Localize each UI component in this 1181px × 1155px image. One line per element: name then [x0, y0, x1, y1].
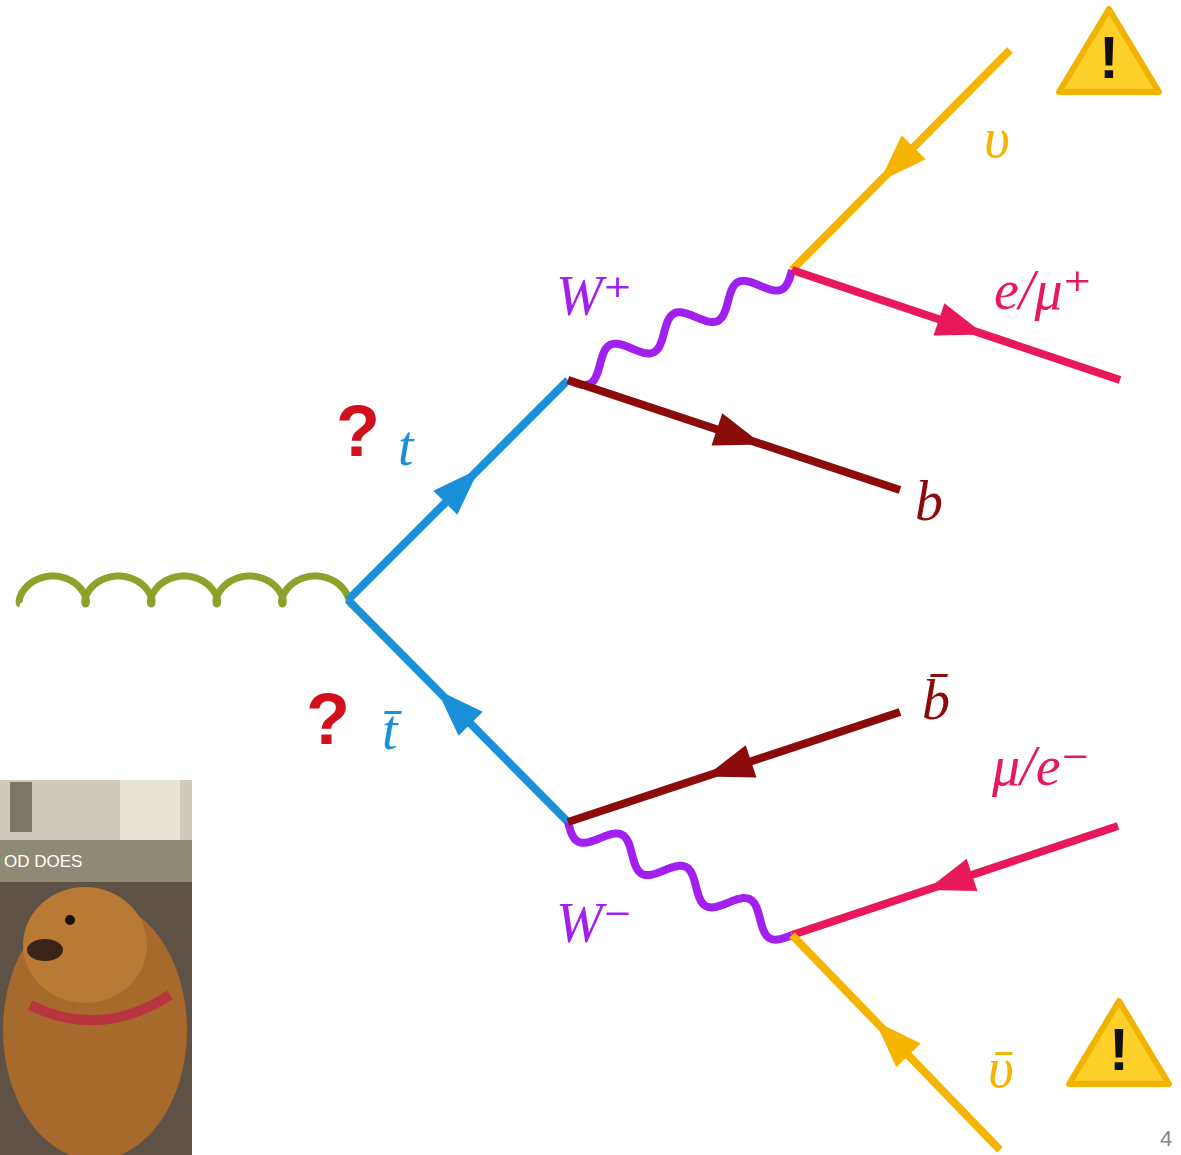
top-line — [348, 380, 568, 600]
particle-label: υ — [984, 110, 1010, 166]
photo-wall — [0, 780, 192, 842]
dog-eye — [65, 915, 75, 925]
particle-label: t̄ — [382, 702, 398, 758]
particle-label: b̄ — [922, 672, 950, 728]
particle-label: W⁻ — [556, 895, 632, 951]
dog-head — [23, 887, 147, 1003]
warning-mark: ! — [1109, 1020, 1129, 1090]
arrowhead — [437, 690, 483, 736]
arrowhead — [880, 135, 926, 181]
question-mark: ? — [306, 683, 350, 755]
particle-label: e/μ⁺ — [994, 262, 1092, 318]
particle-label: b — [915, 473, 943, 529]
particle-label: t — [398, 418, 414, 474]
b-quark-line — [568, 380, 900, 490]
warning-mark: ! — [1099, 28, 1119, 98]
page-number: 4 — [1160, 1128, 1172, 1150]
lepton-line — [792, 826, 1118, 935]
dog-photo — [0, 780, 192, 1155]
antineutrino-line — [792, 935, 1000, 1150]
caption-text: OD DOES — [0, 853, 82, 870]
photo-frame — [10, 782, 32, 832]
particle-label: μ/e⁻ — [992, 738, 1090, 794]
arrowhead — [706, 745, 757, 777]
arrowhead — [875, 1021, 921, 1067]
arrowhead — [934, 303, 985, 335]
photo-window — [120, 780, 180, 840]
particle-label: ῡ — [988, 1040, 1014, 1096]
arrowhead — [433, 469, 479, 515]
anti-b-line — [568, 712, 900, 822]
warning-triangle: ! — [1064, 995, 1174, 1090]
particle-label: W⁺ — [556, 268, 632, 324]
arrowhead — [927, 859, 978, 891]
arrowhead — [712, 413, 763, 445]
antitop-line — [348, 600, 568, 822]
dog-mouth — [27, 939, 63, 961]
meme-caption: OD DOES — [0, 840, 192, 882]
dog-collar — [30, 995, 170, 1020]
question-mark: ? — [336, 395, 380, 467]
gluon-line — [19, 576, 349, 604]
warning-triangle: ! — [1054, 3, 1164, 98]
neutrino-line — [792, 50, 1010, 270]
